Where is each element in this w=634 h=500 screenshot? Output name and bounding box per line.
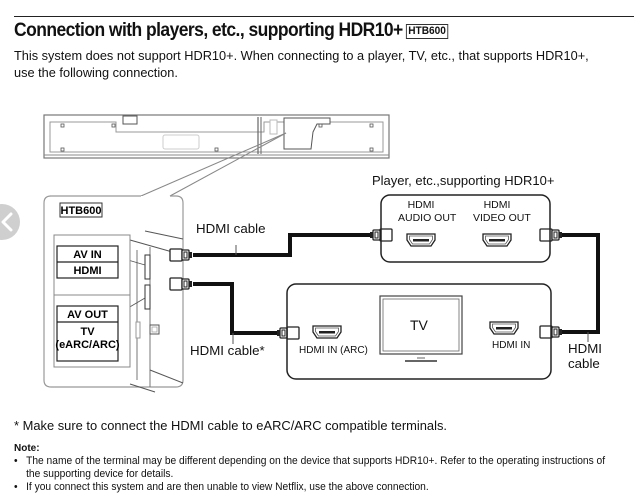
bullet: •: [14, 455, 18, 467]
page-title: Connection with players, etc., supportin…: [14, 20, 449, 42]
bullet: •: [14, 481, 18, 493]
note-item: • If you connect this system and are the…: [14, 481, 609, 494]
terminal-tv-label: TV: [80, 326, 95, 338]
player-port-audio-out-line1: HDMI: [407, 199, 435, 211]
cable-label-lower: HDMI cable*: [190, 343, 265, 358]
terminal-av-in-label: AV IN: [73, 249, 102, 261]
hdmi-cable-upper: [169, 228, 393, 262]
note-item-text: The name of the terminal may be differen…: [26, 455, 606, 480]
header-rule: [14, 16, 634, 17]
cable-label-right-line2: cable: [568, 356, 600, 371]
cable-label-right: HDMI cable: [568, 341, 602, 371]
soundbar-terminal-panel: HTB600 AV IN HDMI AV OUT TV (eARC/ARC): [43, 195, 184, 393]
tv-screen-label: TV: [410, 317, 428, 333]
notes-title: Note:: [14, 443, 40, 454]
terminal-hdmi-label: HDMI: [73, 265, 101, 277]
player-port-video-out-line2: VIDEO OUT: [473, 212, 531, 224]
page-title-text: Connection with players, etc., supportin…: [14, 20, 403, 41]
connection-diagram: HTB600 AV IN HDMI AV OUT TV (eARC/ARC): [0, 100, 634, 400]
cable-label-upper: HDMI cable: [196, 221, 266, 236]
cable-label-right-line1: HDMI: [568, 341, 602, 356]
terminal-earc-arc-label: (eARC/ARC): [55, 339, 120, 351]
model-badge: HTB600: [405, 24, 449, 39]
terminal-av-out-label: AV OUT: [67, 309, 108, 321]
notes-list: • The name of the terminal may be differ…: [14, 455, 609, 494]
note-item: • The name of the terminal may be differ…: [14, 455, 609, 481]
hdmi-cable-right: [539, 228, 600, 342]
player-port-video-out-label: HDMI VIDEO OUT: [473, 199, 531, 225]
player-title: Player, etc.,supporting HDR10+: [372, 173, 555, 188]
player-port-audio-out-label: HDMI AUDIO OUT: [398, 199, 457, 225]
player-port-video-out-line1: HDMI: [483, 199, 511, 211]
note-item-text: If you connect this system and are then …: [26, 481, 429, 493]
player-device: [380, 194, 551, 263]
footnote: * Make sure to connect the HDMI cable to…: [14, 418, 447, 433]
tv-port-hdmi-in-label: HDMI IN: [492, 340, 531, 351]
soundbar-rear-illustration: [43, 114, 390, 197]
intro-paragraph: This system does not support HDR10+. Whe…: [14, 48, 589, 80]
hdmi-cable-lower: [169, 277, 300, 344]
back-button[interactable]: [0, 204, 20, 240]
panel-model-badge: HTB600: [61, 205, 102, 217]
tv-device: [286, 283, 552, 380]
tv-screen-icon: [379, 295, 463, 362]
diagram-svg: HTB600 AV IN HDMI AV OUT TV (eARC/ARC): [43, 114, 600, 393]
player-port-audio-out-line2: AUDIO OUT: [398, 212, 457, 224]
chevron-left-icon: [1, 212, 13, 232]
tv-port-hdmi-in-arc-label: HDMI IN (ARC): [299, 345, 368, 356]
